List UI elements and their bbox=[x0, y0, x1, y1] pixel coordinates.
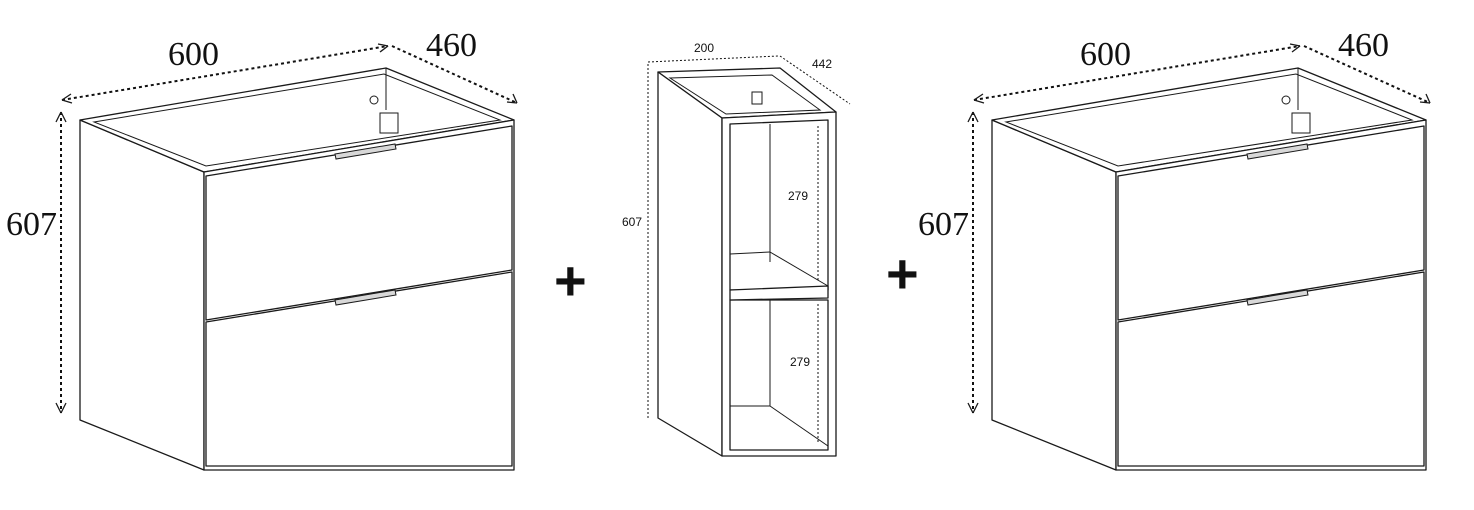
bracket bbox=[1291, 112, 1311, 134]
depth-label: 442 bbox=[812, 57, 832, 71]
bracket bbox=[379, 112, 399, 134]
height-label: 607 bbox=[6, 206, 57, 243]
mount-hole bbox=[369, 95, 379, 105]
depth-label: 460 bbox=[426, 27, 477, 64]
vanity-cabinet-right: 600 460 607 bbox=[918, 27, 1431, 471]
open-shelf-unit: 200 442 607 279 279 bbox=[622, 41, 851, 457]
lower-drawer-handle bbox=[1246, 289, 1309, 306]
lower-drawer-handle bbox=[334, 289, 397, 306]
mount-hole bbox=[1281, 95, 1291, 105]
inner-top-opening bbox=[1004, 73, 1414, 167]
width-label: 200 bbox=[694, 41, 714, 55]
upper-drawer-front bbox=[205, 125, 513, 321]
height-label: 607 bbox=[622, 215, 642, 229]
width-dimension-line bbox=[61, 45, 389, 101]
lower-drawer-front bbox=[205, 271, 513, 467]
vanity-cabinet-left: 600 460 607 bbox=[6, 27, 518, 471]
inner-top-opening bbox=[92, 73, 502, 167]
front-frame bbox=[721, 111, 837, 457]
depth-dimension-line bbox=[391, 45, 518, 104]
depth-dimension-line bbox=[1303, 45, 1431, 104]
lower-opening bbox=[729, 299, 829, 451]
middle-shelf bbox=[729, 285, 829, 301]
plus-sign-left: + bbox=[554, 249, 587, 312]
upper-gap-label: 279 bbox=[788, 189, 808, 203]
width-dimension-line bbox=[973, 45, 1301, 101]
lower-gap-label: 279 bbox=[790, 355, 810, 369]
width-dimension-line bbox=[647, 55, 779, 63]
upper-drawer-front bbox=[1117, 125, 1425, 321]
bracket bbox=[751, 91, 763, 105]
width-label: 600 bbox=[1080, 36, 1131, 73]
lower-drawer-front bbox=[1117, 271, 1425, 467]
width-label: 600 bbox=[168, 36, 219, 73]
plus-sign-right: + bbox=[886, 242, 919, 305]
height-label: 607 bbox=[918, 206, 969, 243]
upper-drawer-handle bbox=[1246, 143, 1309, 160]
side-panel bbox=[657, 71, 723, 457]
upper-drawer-handle bbox=[334, 143, 397, 160]
side-panel bbox=[79, 119, 205, 471]
side-panel bbox=[991, 119, 1117, 471]
depth-label: 460 bbox=[1338, 27, 1389, 64]
